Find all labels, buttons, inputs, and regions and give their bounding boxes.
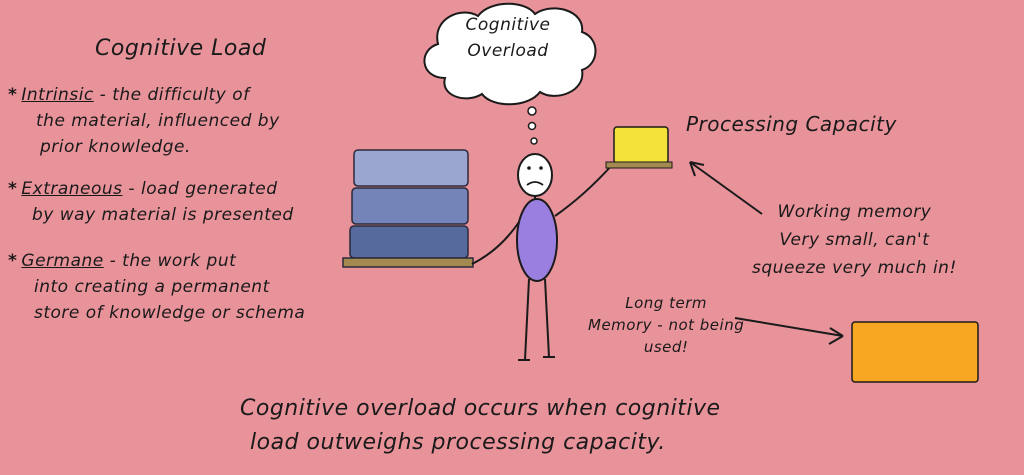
block-bottom: [349, 225, 469, 259]
diagram-title: Cognitive Load: [95, 36, 267, 61]
block-middle: [351, 187, 469, 225]
term-germane: Germane: [21, 251, 104, 271]
note-line: squeeze very much in!: [752, 258, 957, 278]
bullet-star: *: [8, 85, 18, 105]
processing-box: [605, 126, 673, 169]
term-extraneous: Extraneous: [21, 179, 123, 199]
summary-line: Cognitive overload occurs when cognitive: [240, 396, 721, 421]
term-intrinsic: Intrinsic: [21, 85, 94, 105]
note-line: Working memory: [777, 202, 932, 222]
processing-capacity-label: Processing Capacity: [686, 112, 897, 136]
bullet-text: store of knowledge or schema: [34, 303, 306, 323]
person-body: [516, 198, 558, 282]
arrow-working-memory: [689, 161, 763, 215]
note-line: Long term: [625, 294, 707, 312]
bullet-star: *: [8, 251, 18, 271]
bullet-germane: *Germane - the work put into creating a …: [8, 248, 305, 326]
cloud-label-line: Cognitive: [465, 15, 551, 35]
bullet-extraneous: *Extraneous - load generated by way mate…: [8, 176, 294, 228]
cloud-label-line: Overload: [467, 41, 549, 61]
bullet-text: prior knowledge.: [40, 137, 191, 157]
bullet-text: the material, influenced by: [36, 111, 280, 131]
thought-cloud: [423, 2, 597, 106]
bullet-text: - the work put: [103, 251, 237, 271]
thought-bubble-small: [530, 137, 538, 145]
stick-person: [471, 153, 613, 361]
long-term-memory-note: Long term Memory - not being used!: [588, 292, 744, 358]
bullet-star: *: [8, 179, 18, 199]
note-line: Very small, can't: [779, 230, 930, 250]
bullet-intrinsic: *Intrinsic - the difficulty of the mater…: [8, 82, 280, 160]
note-line: Memory - not being: [588, 316, 745, 334]
summary-text: Cognitive overload occurs when cognitive…: [240, 392, 721, 460]
working-memory-note: Working memory Very small, can't squeeze…: [752, 198, 957, 282]
bullet-text: - the difficulty of: [93, 85, 250, 105]
thought-bubble-large: [527, 106, 537, 116]
cloud-label: Cognitive Overload: [448, 12, 568, 64]
bullet-text: - load generated: [122, 179, 278, 199]
block-shelf: [342, 257, 474, 268]
long-term-memory-box: [851, 321, 979, 383]
bullet-text: into creating a permanent: [34, 277, 270, 297]
block-top: [353, 149, 469, 187]
arrow-long-term: [734, 317, 844, 345]
thought-bubble-medium: [527, 121, 537, 131]
person-head: [517, 153, 553, 197]
note-line: used!: [643, 338, 689, 356]
load-blocks: [342, 149, 474, 268]
bullet-text: by way material is presented: [32, 205, 294, 225]
summary-line: load outweighs processing capacity.: [250, 430, 666, 455]
